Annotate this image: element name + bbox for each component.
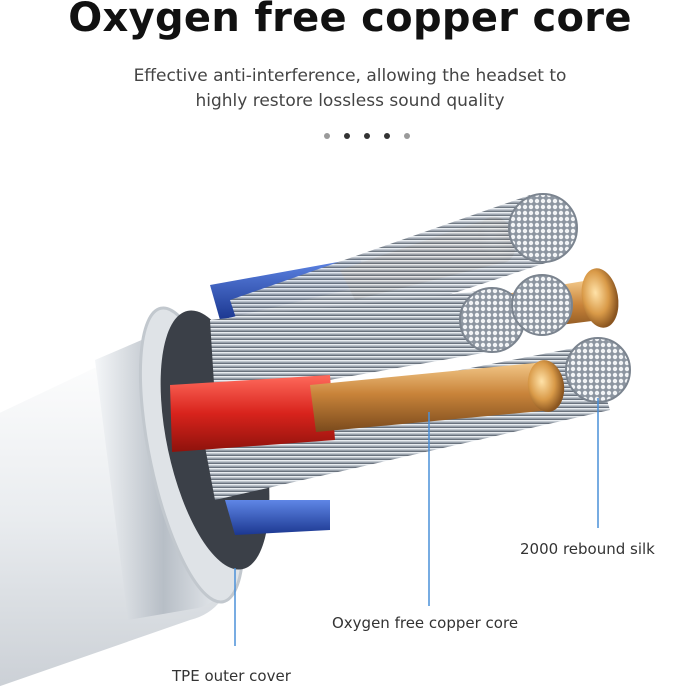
- carousel-dot[interactable]: [324, 133, 330, 139]
- page-subtitle: Effective anti-interference, allowing th…: [100, 64, 600, 114]
- subtitle-line-1: Effective anti-interference, allowing th…: [133, 66, 567, 86]
- carousel-dot[interactable]: [344, 133, 350, 139]
- callout-lines: [234, 398, 599, 646]
- label-rebound-silk: 2000 rebound silk: [520, 540, 655, 558]
- carousel-dot[interactable]: [404, 133, 410, 139]
- subtitle-line-2: highly restore lossless sound quality: [195, 91, 505, 111]
- steel-strand-bundle-middle: [210, 274, 573, 400]
- red-insulated-copper-core: [170, 360, 565, 452]
- label-outer-cover: TPE outer cover: [172, 667, 291, 685]
- label-copper-core: Oxygen free copper core: [332, 614, 519, 632]
- carousel-dot[interactable]: [364, 133, 370, 139]
- page-title: Oxygen free copper core: [68, 0, 632, 41]
- carousel-indicator: [324, 133, 414, 141]
- carousel-dot[interactable]: [384, 133, 390, 139]
